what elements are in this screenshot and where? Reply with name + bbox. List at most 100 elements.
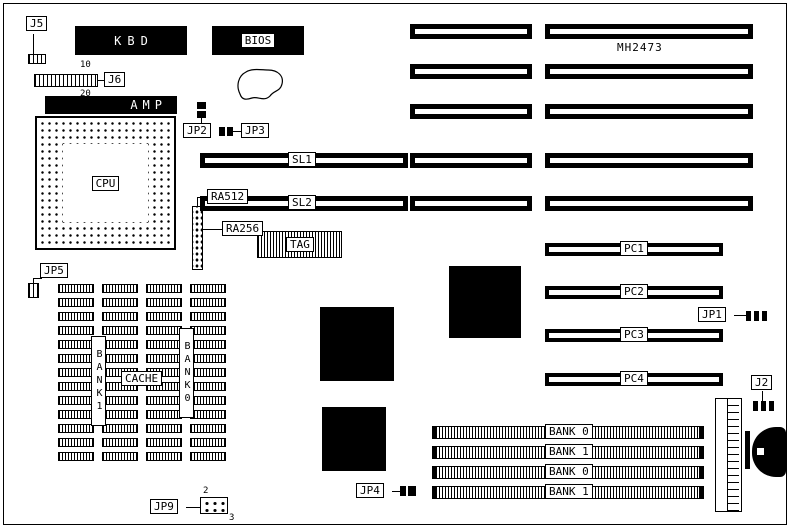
- kbd-label: KBD: [114, 33, 154, 48]
- cache-chip: [58, 410, 94, 419]
- label-j5: J5: [26, 16, 48, 31]
- cache-chip: [190, 326, 226, 335]
- cache-chip: [102, 298, 138, 307]
- chipset-qfp-chip: [322, 407, 386, 471]
- isa-slot-segment: [410, 24, 532, 39]
- cache-chip: [146, 396, 182, 405]
- cache-chip: [190, 354, 226, 363]
- jp9-pin3-label: 3: [229, 513, 235, 523]
- cache-chip: [190, 424, 226, 433]
- cache-chip: [190, 284, 226, 293]
- cache-chip: [190, 438, 226, 447]
- cache-chip: [190, 298, 226, 307]
- amp-voltage-regulator: AMP: [45, 96, 177, 114]
- j6-leader-line: [98, 80, 105, 81]
- ra256-leader-line: [203, 229, 222, 230]
- cache-chip: [58, 382, 94, 391]
- cache-chip: [102, 340, 138, 349]
- cache-chip: [58, 438, 94, 447]
- label-tag: TAG: [286, 237, 314, 252]
- cache-chip: [146, 424, 182, 433]
- jp5-connector: [28, 283, 39, 298]
- cache-chip: [58, 452, 94, 461]
- ra512-leader-line: [197, 197, 198, 207]
- label-jp1: JP1: [698, 307, 726, 322]
- label-ra512: RA512: [207, 189, 249, 204]
- label-j6: J6: [104, 72, 126, 87]
- isa-slot-segment: [410, 104, 532, 119]
- j6-pin10-label: 10: [80, 60, 91, 70]
- label-jp4: JP4: [356, 483, 384, 498]
- jp4-leader-line: [392, 491, 400, 492]
- cache-chip: [146, 438, 182, 447]
- cache-chip: [58, 396, 94, 405]
- jp1-jumper: [746, 311, 767, 321]
- label-pc2: PC2: [620, 284, 648, 299]
- isa-slot-segment: [545, 64, 753, 79]
- cache-chip: [102, 312, 138, 321]
- cache-chip: [102, 396, 138, 405]
- cache-chip: [102, 284, 138, 293]
- j5-leader-line: [33, 34, 34, 54]
- jp3-jumper: [219, 127, 233, 136]
- cache-chip: [146, 410, 182, 419]
- cache-chip: [58, 284, 94, 293]
- j2-connector: [753, 401, 774, 411]
- jp2-leader-line: [201, 118, 202, 124]
- power-connector-pins: [727, 399, 739, 511]
- jp4-jumper: [400, 486, 416, 496]
- cache-chip: [190, 312, 226, 321]
- cache-chip: [190, 382, 226, 391]
- cache-chip: [102, 410, 138, 419]
- cache-label: CACHE: [121, 371, 163, 386]
- label-jp3: JP3: [241, 123, 269, 138]
- cache-chip: [102, 452, 138, 461]
- cache-chip: [146, 312, 182, 321]
- isa-slot-segment: [545, 196, 753, 211]
- chipset-qfp-chip: [320, 307, 394, 381]
- resistor-pack: [192, 206, 203, 270]
- simm-bank-label: BANK 1: [545, 484, 593, 499]
- cpu-socket-center: CPU: [63, 144, 148, 222]
- cache-chip: [102, 424, 138, 433]
- cache-chip: [190, 368, 226, 377]
- jp9-jumper-block: [200, 497, 228, 514]
- cache-bank1-label: BANK1: [91, 336, 106, 426]
- cpu-socket: CPU: [35, 116, 176, 250]
- cpu-label: CPU: [91, 175, 120, 191]
- isa-slot-segment: [410, 64, 532, 79]
- isa-slot-segment: [545, 24, 753, 39]
- cache-chip: [146, 340, 182, 349]
- cache-chip: [190, 452, 226, 461]
- label-sl2: SL2: [288, 195, 316, 210]
- cache-chip: [58, 424, 94, 433]
- label-jp5: JP5: [40, 263, 68, 278]
- cache-chip: [58, 312, 94, 321]
- jp5-leader-line: [33, 278, 34, 284]
- chipset-qfp-chip: [449, 266, 521, 338]
- cache-bank0-label: BANK0: [179, 328, 194, 418]
- isa-slot-segment: [410, 196, 532, 211]
- jp2-jumper: [197, 102, 206, 118]
- jp9-pin2-label: 2: [203, 486, 209, 496]
- bios-label: BIOS: [240, 33, 276, 48]
- simm-bank-label: BANK 0: [545, 424, 593, 439]
- cache-chip: [146, 354, 182, 363]
- bios-chip: BIOS: [212, 26, 304, 55]
- jp9-leader-line: [186, 507, 200, 508]
- j6-pin20-label: 20: [80, 89, 91, 99]
- cache-chip: [190, 340, 226, 349]
- din-notch: [757, 448, 764, 455]
- board-model-text: MH2473: [617, 41, 663, 54]
- cache-chip: [58, 354, 94, 363]
- power-connector: [715, 398, 742, 512]
- cache-chip: [146, 298, 182, 307]
- jp1-leader-line: [734, 315, 746, 316]
- isa-slot-segment: [545, 153, 753, 168]
- keyboard-din-connector: [752, 427, 786, 477]
- label-pc4: PC4: [620, 371, 648, 386]
- label-jp2: JP2: [183, 123, 211, 138]
- cache-chip: [146, 326, 182, 335]
- label-jp9: JP9: [150, 499, 178, 514]
